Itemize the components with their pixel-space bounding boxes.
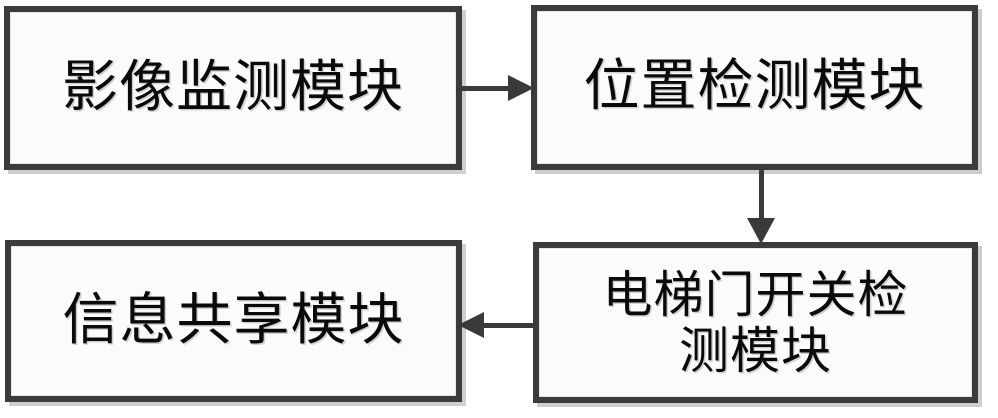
node-position-detect-inner: 位置检测模块 <box>537 11 972 164</box>
arrow-down-icon <box>747 218 775 244</box>
connector-image-to-position-line <box>461 86 513 91</box>
arrow-right-icon <box>508 75 534 101</box>
node-door-switch-detect-inner: 电梯门开关检 测模块 <box>539 248 972 397</box>
arrow-left-icon <box>458 312 484 338</box>
node-position-detect-label: 位置检测模块 <box>583 54 926 120</box>
connector-door-to-info-line <box>480 323 535 328</box>
node-image-monitoring-label: 影像监测模块 <box>62 54 404 120</box>
node-door-switch-detect-label: 电梯门开关检 测模块 <box>602 265 909 380</box>
node-image-monitoring-inner: 影像监测模块 <box>10 12 456 164</box>
node-info-share-inner: 信息共享模块 <box>11 246 456 396</box>
node-door-switch-detect[interactable]: 电梯门开关检 测模块 <box>533 242 978 403</box>
node-info-share-label: 信息共享模块 <box>62 287 405 353</box>
node-image-monitoring[interactable]: 影像监测模块 <box>4 6 462 170</box>
connector-position-to-door-line <box>759 168 764 226</box>
node-info-share[interactable]: 信息共享模块 <box>5 240 462 402</box>
node-position-detect[interactable]: 位置检测模块 <box>531 5 978 170</box>
